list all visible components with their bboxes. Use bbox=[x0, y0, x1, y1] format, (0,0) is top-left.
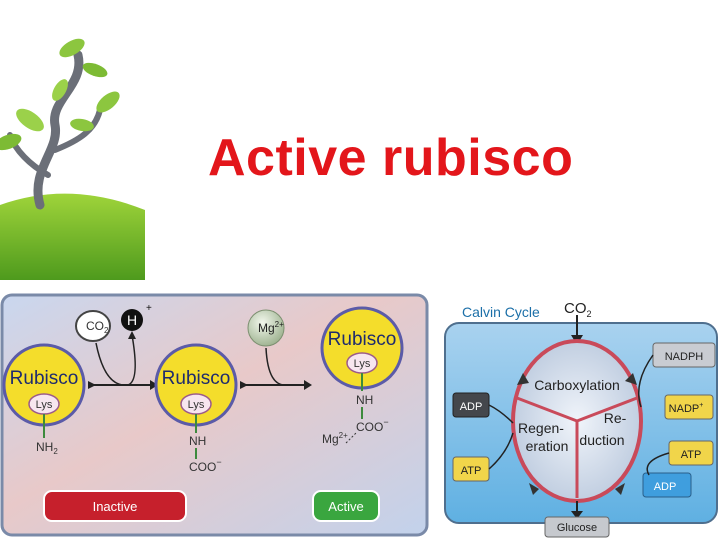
slide-title: Active rubisco bbox=[208, 129, 574, 187]
co2-input-label: CO2 bbox=[564, 300, 592, 319]
adp-left-box: ADP bbox=[452, 392, 490, 418]
leaf-icon bbox=[0, 133, 22, 151]
regeneration-label-2: eration bbox=[526, 438, 569, 454]
svg-text:NH: NH bbox=[189, 434, 206, 448]
calvin-cycle-title: Calvin Cycle bbox=[462, 304, 540, 320]
svg-text:Rubisco: Rubisco bbox=[162, 368, 231, 389]
nadp-box: NADP+ bbox=[664, 394, 714, 420]
enzyme-label: Rubisco bbox=[10, 368, 79, 389]
svg-text:ADP: ADP bbox=[654, 481, 677, 493]
svg-text:COO−: COO− bbox=[356, 417, 389, 434]
carboxylation-label: Carboxylation bbox=[534, 377, 620, 393]
svg-text:NH: NH bbox=[356, 393, 373, 407]
active-status-label: Active bbox=[312, 490, 380, 522]
svg-text:H: H bbox=[127, 312, 137, 328]
svg-text:CO2: CO2 bbox=[86, 319, 109, 335]
calvin-cycle-diagram: Calvin Cycle CO2 Carboxylation Regen- er… bbox=[437, 293, 720, 540]
proton-h-plus: H + bbox=[121, 303, 152, 331]
regeneration-label-1: Regen- bbox=[518, 420, 564, 436]
nadph-box: NADPH bbox=[652, 342, 716, 368]
svg-text:Lys: Lys bbox=[354, 358, 371, 370]
rubisco-activation-diagram: Rubisco Lys NH2 CO2 H + Rubisco Lys NH C… bbox=[0, 293, 429, 537]
atp-left-box: ATP bbox=[452, 456, 490, 482]
svg-text:Rubisco: Rubisco bbox=[328, 329, 397, 350]
reduction-label-2: duction bbox=[579, 432, 624, 448]
svg-text:NADP+: NADP+ bbox=[669, 402, 704, 415]
glucose-box: Glucose bbox=[544, 516, 610, 538]
svg-text:ATP: ATP bbox=[681, 449, 702, 461]
svg-text:Mg2+: Mg2+ bbox=[258, 320, 284, 335]
tree-trunk bbox=[33, 50, 84, 210]
nh2-label: NH2 bbox=[36, 440, 58, 456]
leaf-icon bbox=[59, 38, 85, 58]
leaf-icon bbox=[70, 118, 94, 132]
svg-text:NADPH: NADPH bbox=[665, 351, 704, 363]
svg-text:Lys: Lys bbox=[188, 399, 205, 411]
svg-text:ADP: ADP bbox=[460, 401, 483, 413]
svg-text:+: + bbox=[146, 303, 152, 314]
leaf-icon bbox=[16, 108, 44, 132]
magnesium-ion: Mg2+ bbox=[247, 309, 285, 347]
svg-text:ATP: ATP bbox=[461, 465, 482, 477]
rubisco-enzyme-carbamylated: Rubisco Lys NH COO− bbox=[154, 343, 238, 474]
svg-text:COO−: COO− bbox=[189, 457, 222, 474]
tree-branch bbox=[52, 107, 103, 153]
reduction-label-1: Re- bbox=[604, 410, 627, 426]
svg-text:Mg2+: Mg2+ bbox=[322, 431, 348, 446]
hill-shape bbox=[0, 193, 145, 280]
lys-label: Lys bbox=[36, 399, 53, 411]
adp-right-box: ADP bbox=[642, 472, 692, 498]
leaf-icon bbox=[52, 79, 68, 101]
svg-text:Inactive: Inactive bbox=[93, 499, 138, 514]
leaf-icon bbox=[96, 91, 120, 113]
co2-molecule: CO2 bbox=[75, 310, 111, 342]
leaf-icon bbox=[82, 62, 108, 78]
plant-decoration bbox=[0, 38, 145, 280]
atp-right-box: ATP bbox=[668, 440, 714, 466]
inactive-status-label: Inactive bbox=[43, 490, 187, 522]
rubisco-enzyme-inactive: Rubisco Lys NH2 bbox=[2, 343, 86, 456]
svg-text:Glucose: Glucose bbox=[557, 522, 597, 534]
svg-text:Active: Active bbox=[328, 499, 363, 514]
rubisco-enzyme-active: Rubisco Lys NH COO− Mg2+ bbox=[320, 306, 404, 446]
